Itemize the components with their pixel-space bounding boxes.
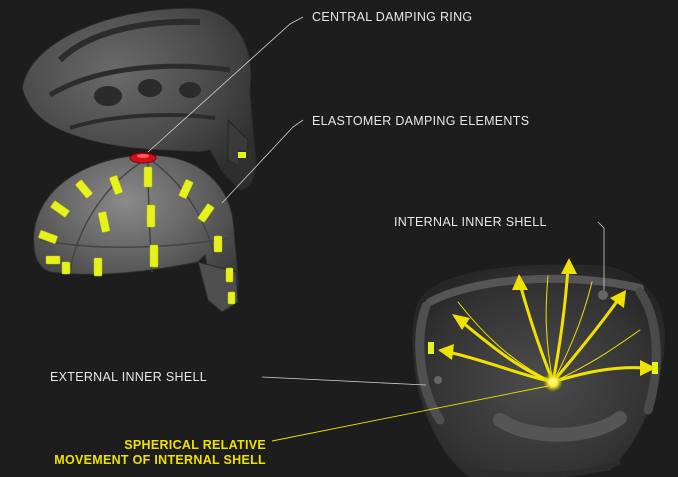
label-external-inner-shell: EXTERNAL INNER SHELL <box>50 370 207 385</box>
leader-external-shell <box>262 377 426 385</box>
elastomer-pad <box>226 268 233 282</box>
elastomer-pad <box>214 236 222 252</box>
elastomer-pad <box>147 205 155 227</box>
label-internal-inner-shell: INTERNAL INNER SHELL <box>394 215 547 230</box>
label-spherical-line-1: SPHERICAL RELATIVE <box>0 438 266 453</box>
label-spherical-relative-movement: SPHERICAL RELATIVE MOVEMENT OF INTERNAL … <box>0 438 266 468</box>
elastomer-pad <box>62 262 70 274</box>
elastomer-pad <box>150 245 158 267</box>
pivot-center-dot <box>549 378 557 386</box>
label-elastomer-damping-elements: ELASTOMER DAMPING ELEMENTS <box>312 114 532 129</box>
central-damping-ring <box>130 153 156 163</box>
elastomer-pad <box>46 256 60 264</box>
inner-helmet-shell <box>34 155 239 312</box>
label-central-damping-ring: CENTRAL DAMPING RING <box>312 10 472 25</box>
elastomer-pad <box>144 167 152 187</box>
label-spherical-line-2: MOVEMENT OF INTERNAL SHELL <box>0 453 266 468</box>
elastomer-pad <box>94 258 102 276</box>
elastomer-pad <box>228 292 235 304</box>
helmet-bowl-view <box>413 265 664 477</box>
